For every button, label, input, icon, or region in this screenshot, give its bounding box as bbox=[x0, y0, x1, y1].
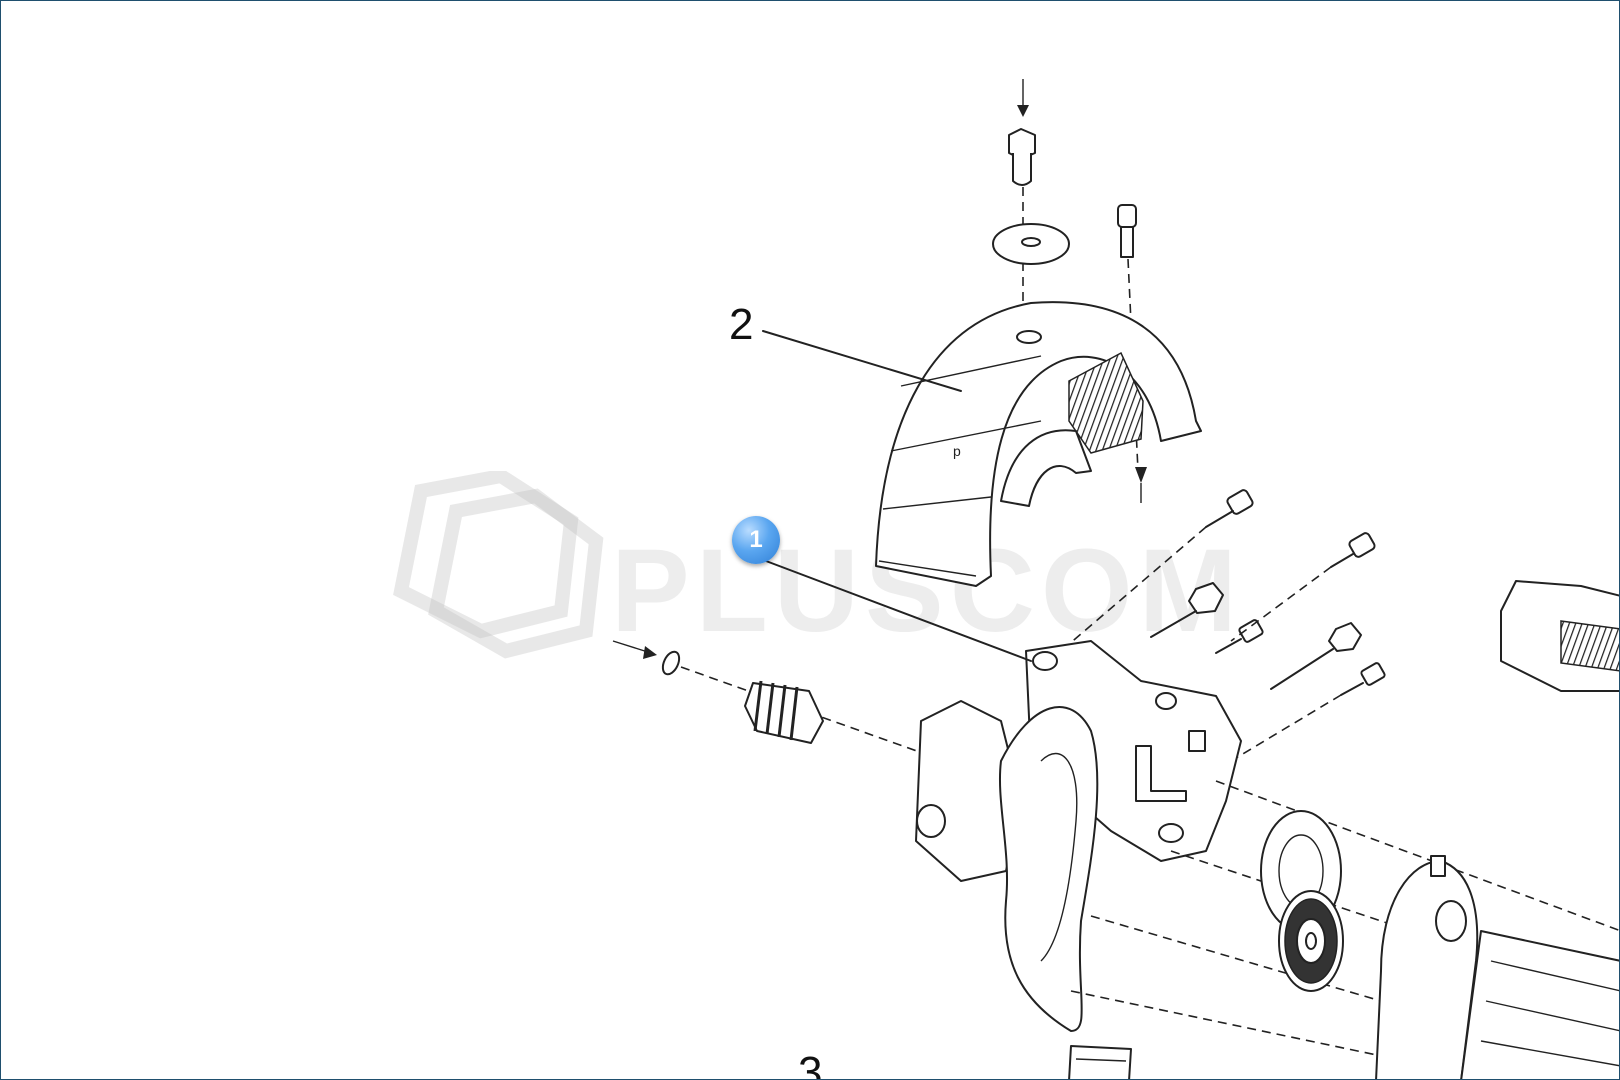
retaining-ring bbox=[612, 640, 681, 676]
drive-assembly bbox=[1375, 855, 1619, 1079]
callout-badge-1[interactable]: 1 bbox=[732, 516, 780, 564]
gearbox-housing bbox=[915, 640, 1242, 1032]
top-hex-bolt bbox=[1008, 79, 1036, 341]
bolt-set bbox=[1060, 489, 1386, 762]
callout-label-2: 2 bbox=[729, 300, 754, 349]
curved-cover: p bbox=[762, 301, 1202, 587]
washer bbox=[992, 223, 1070, 265]
motor-block bbox=[1500, 580, 1619, 692]
pinion-gear bbox=[744, 680, 824, 744]
callout-badge-1-label: 1 bbox=[749, 526, 763, 553]
label-plate bbox=[1068, 1045, 1132, 1079]
drive-gear-wheel bbox=[1260, 810, 1344, 992]
callout-label-3: 3 bbox=[798, 1048, 823, 1080]
svg-text:p: p bbox=[953, 443, 961, 459]
